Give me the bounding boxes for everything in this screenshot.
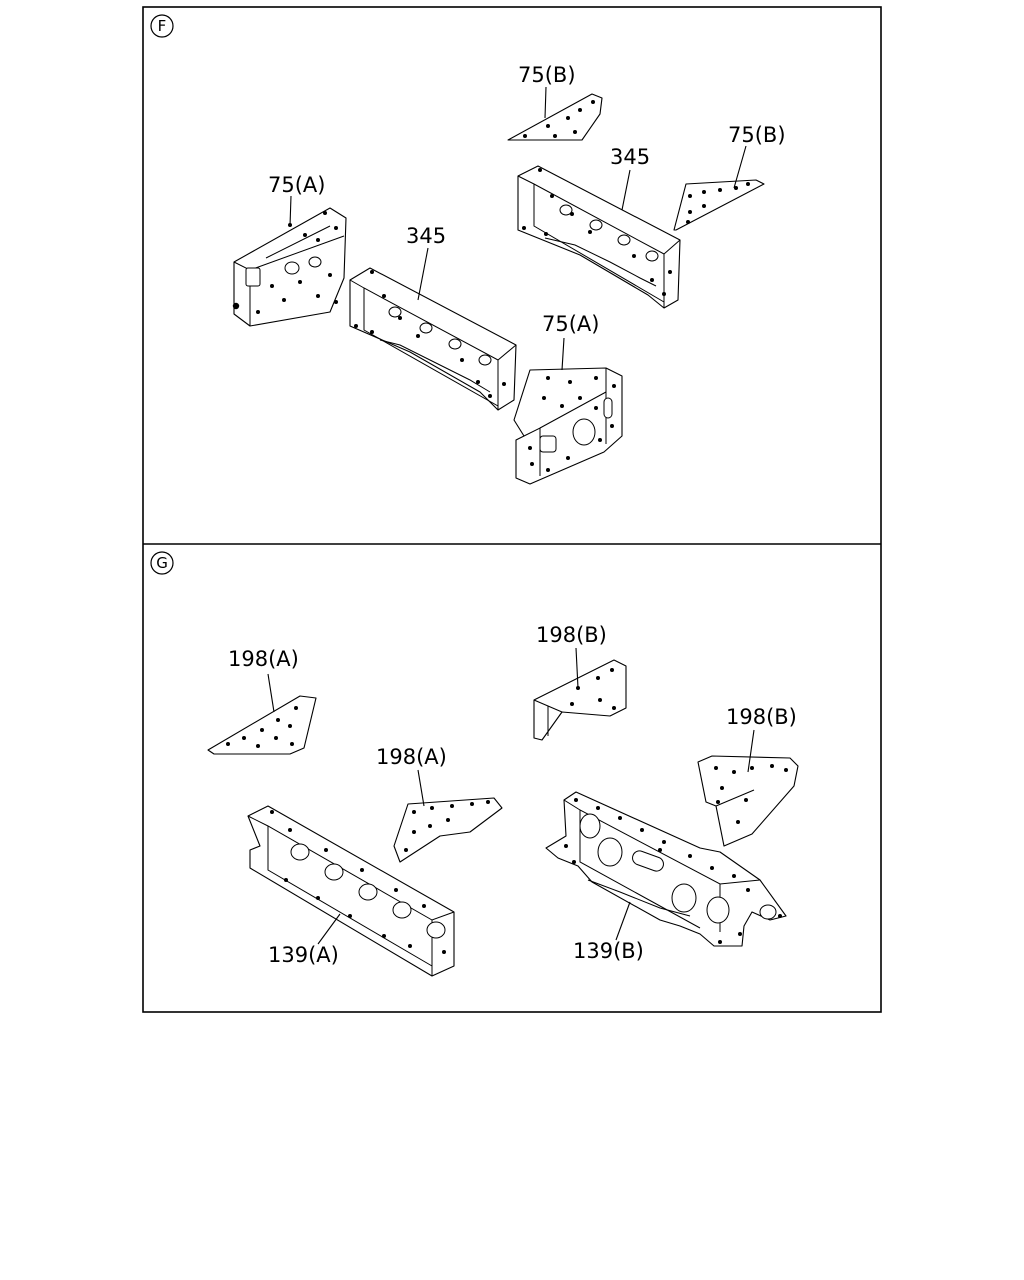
part-139b (545, 791, 787, 947)
part-75b-right (673, 179, 765, 231)
part-345-left (349, 267, 517, 411)
part-198a-left (207, 695, 317, 755)
part-198b-top (533, 659, 627, 741)
leader-75b-right (733, 145, 747, 189)
diagram-frame (142, 6, 882, 1013)
label-75a-right: 75(A) (542, 312, 599, 336)
leader-139a (317, 913, 341, 945)
label-75b-right: 75(B) (728, 123, 786, 147)
label-198a-mid: 198(A) (376, 745, 447, 769)
section-g-letter: G (156, 554, 168, 572)
section-g-marker: G (150, 551, 174, 575)
leader-198a-mid (417, 769, 425, 807)
part-75a-left (232, 207, 347, 327)
leader-139b (615, 901, 631, 941)
label-345-left: 345 (406, 224, 446, 248)
label-139a: 139(A) (268, 943, 339, 967)
leader-198b-right (747, 729, 755, 773)
leader-198b-top (575, 647, 579, 689)
leader-75a-left (289, 195, 292, 227)
leader-75a-right (561, 337, 565, 371)
leader-345-left (417, 247, 429, 301)
part-198a-mid (393, 797, 503, 863)
label-75b-top: 75(B) (518, 63, 576, 87)
part-345-right (517, 165, 681, 309)
label-198a-left: 198(A) (228, 647, 299, 671)
leader-345-right (621, 169, 631, 211)
section-g: G 198(A) 198(A) (150, 551, 799, 977)
part-198b-right (697, 755, 799, 847)
label-345-right: 345 (610, 145, 650, 169)
section-f-letter: F (158, 17, 167, 35)
label-139b: 139(B) (573, 939, 644, 963)
part-75a-right (513, 367, 623, 485)
label-198b-right: 198(B) (726, 705, 797, 729)
leader-198a-left (267, 673, 275, 713)
leader-75b-top (544, 86, 547, 119)
part-75b-top (507, 93, 603, 141)
section-f-marker: F (150, 14, 174, 38)
part-139a (247, 805, 455, 977)
label-198b-top: 198(B) (536, 623, 607, 647)
label-75a-left: 75(A) (268, 173, 325, 197)
section-f: F 75(A) (150, 14, 786, 485)
